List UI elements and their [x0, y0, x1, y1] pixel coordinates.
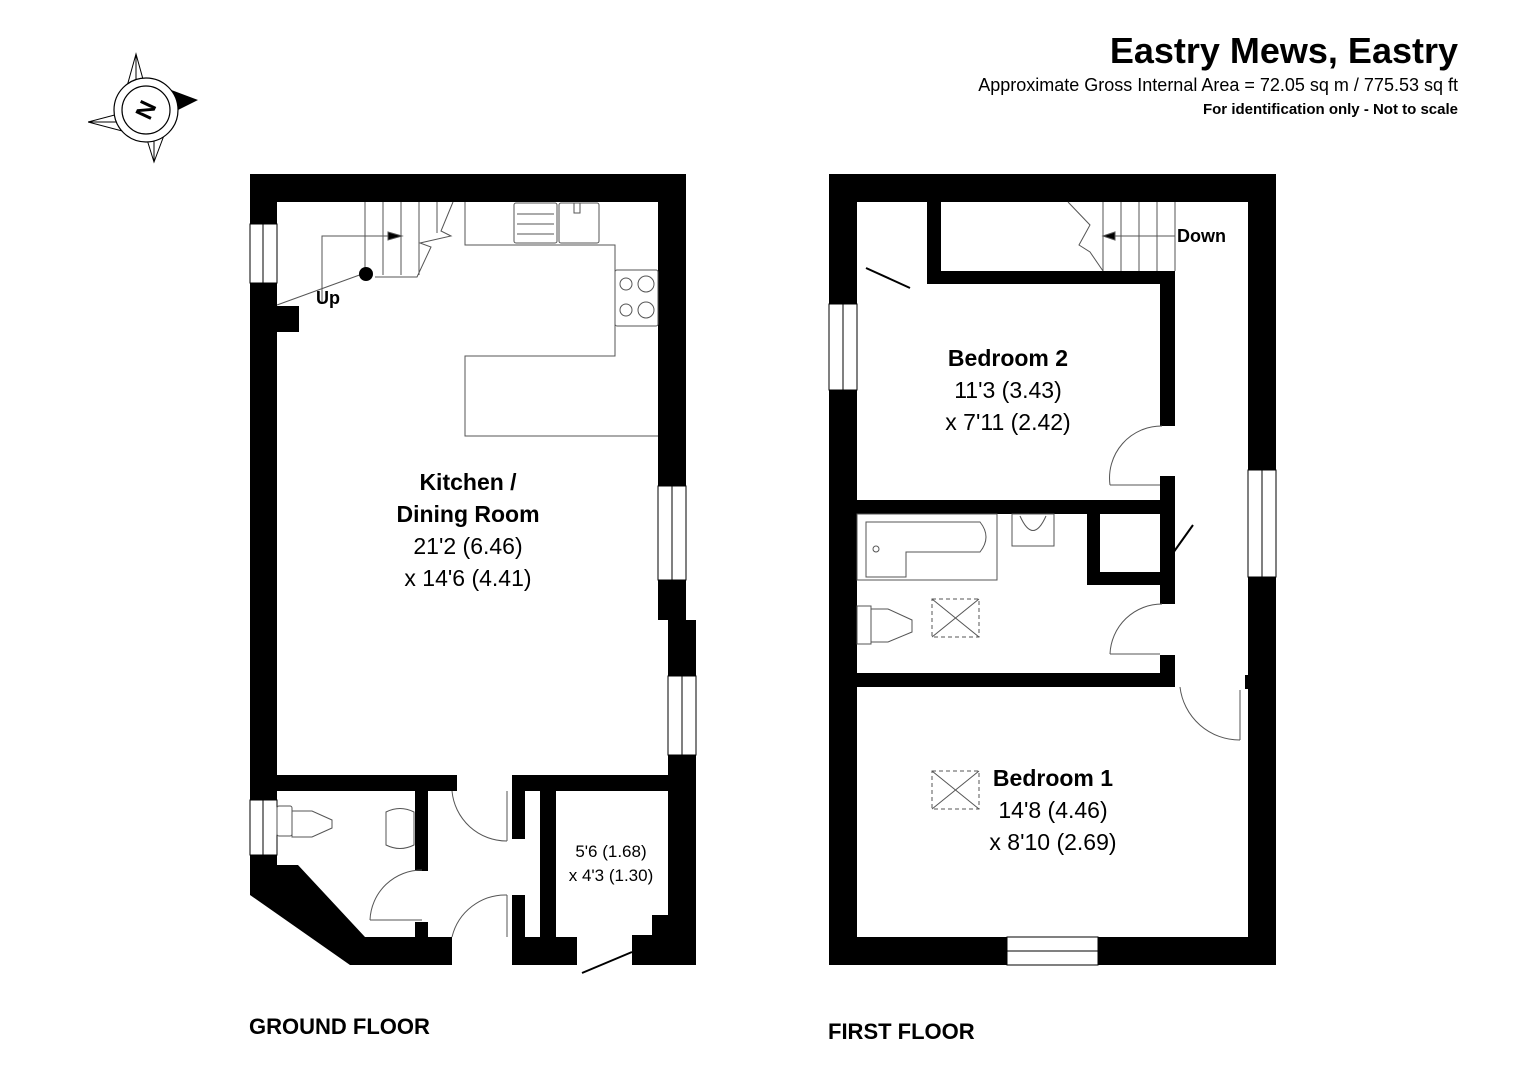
ground-floor-windows — [249, 223, 697, 856]
room-name-line2: Dining Room — [396, 501, 540, 527]
room-dimension: 21'2 (6.46) — [413, 533, 523, 559]
room-label-kitchen-dining: Kitchen / Dining Room 21'2 (6.46) x 14'6… — [368, 466, 568, 594]
first-floor-stairs — [1067, 201, 1176, 272]
room-name: Kitchen / — [419, 469, 517, 495]
disclaimer-note: For identification only - Not to scale — [1202, 101, 1458, 118]
ground-floor-walls — [250, 174, 696, 965]
stairs-down-label: Down — [1177, 226, 1226, 246]
plan-header: Eastry Mews, Eastry Approximate Gross In… — [978, 30, 1458, 120]
room-dimension: 14'8 (4.46) — [998, 797, 1108, 823]
room-label-bedroom-1: Bedroom 1 14'8 (4.46) x 8'10 (2.69) — [953, 762, 1153, 858]
room-dimension: 11'3 (3.43) — [954, 377, 1062, 403]
room-label-store: 5'6 (1.68) x 4'3 (1.30) — [556, 840, 666, 888]
first-floor-windows — [828, 303, 1277, 966]
room-dimension: x 8'10 (2.69) — [989, 829, 1117, 855]
wc-fixtures — [276, 805, 415, 849]
first-floor-label: FIRST FLOOR — [828, 1019, 975, 1044]
room-label-bedroom-2: Bedroom 2 11'3 (3.43) x 7'11 (2.42) — [908, 342, 1108, 438]
bathroom-fixtures — [856, 513, 1055, 810]
first-floor-walls — [829, 174, 1276, 965]
north-compass-icon: N — [88, 52, 198, 164]
ground-floor-label: GROUND FLOOR — [249, 1014, 430, 1039]
gross-internal-area: Approximate Gross Internal Area = 72.05 … — [978, 75, 1458, 95]
room-name: Bedroom 1 — [992, 765, 1114, 791]
ground-floor-doors — [369, 790, 508, 938]
property-title: Eastry Mews, Eastry — [1109, 30, 1458, 71]
first-floor-doors — [1109, 425, 1241, 741]
ground-floor-stairs — [276, 201, 454, 306]
room-dimension: 5'6 (1.68) — [575, 842, 647, 861]
stairs-up-label: Up — [316, 288, 340, 308]
stair-newel-post — [359, 267, 373, 281]
room-dimension: x 7'11 (2.42) — [945, 409, 1071, 435]
kitchen-units — [464, 202, 659, 437]
room-dimension: x 4'3 (1.30) — [568, 866, 654, 885]
room-name: Bedroom 2 — [947, 345, 1069, 371]
room-dimension: x 14'6 (4.41) — [404, 565, 532, 591]
